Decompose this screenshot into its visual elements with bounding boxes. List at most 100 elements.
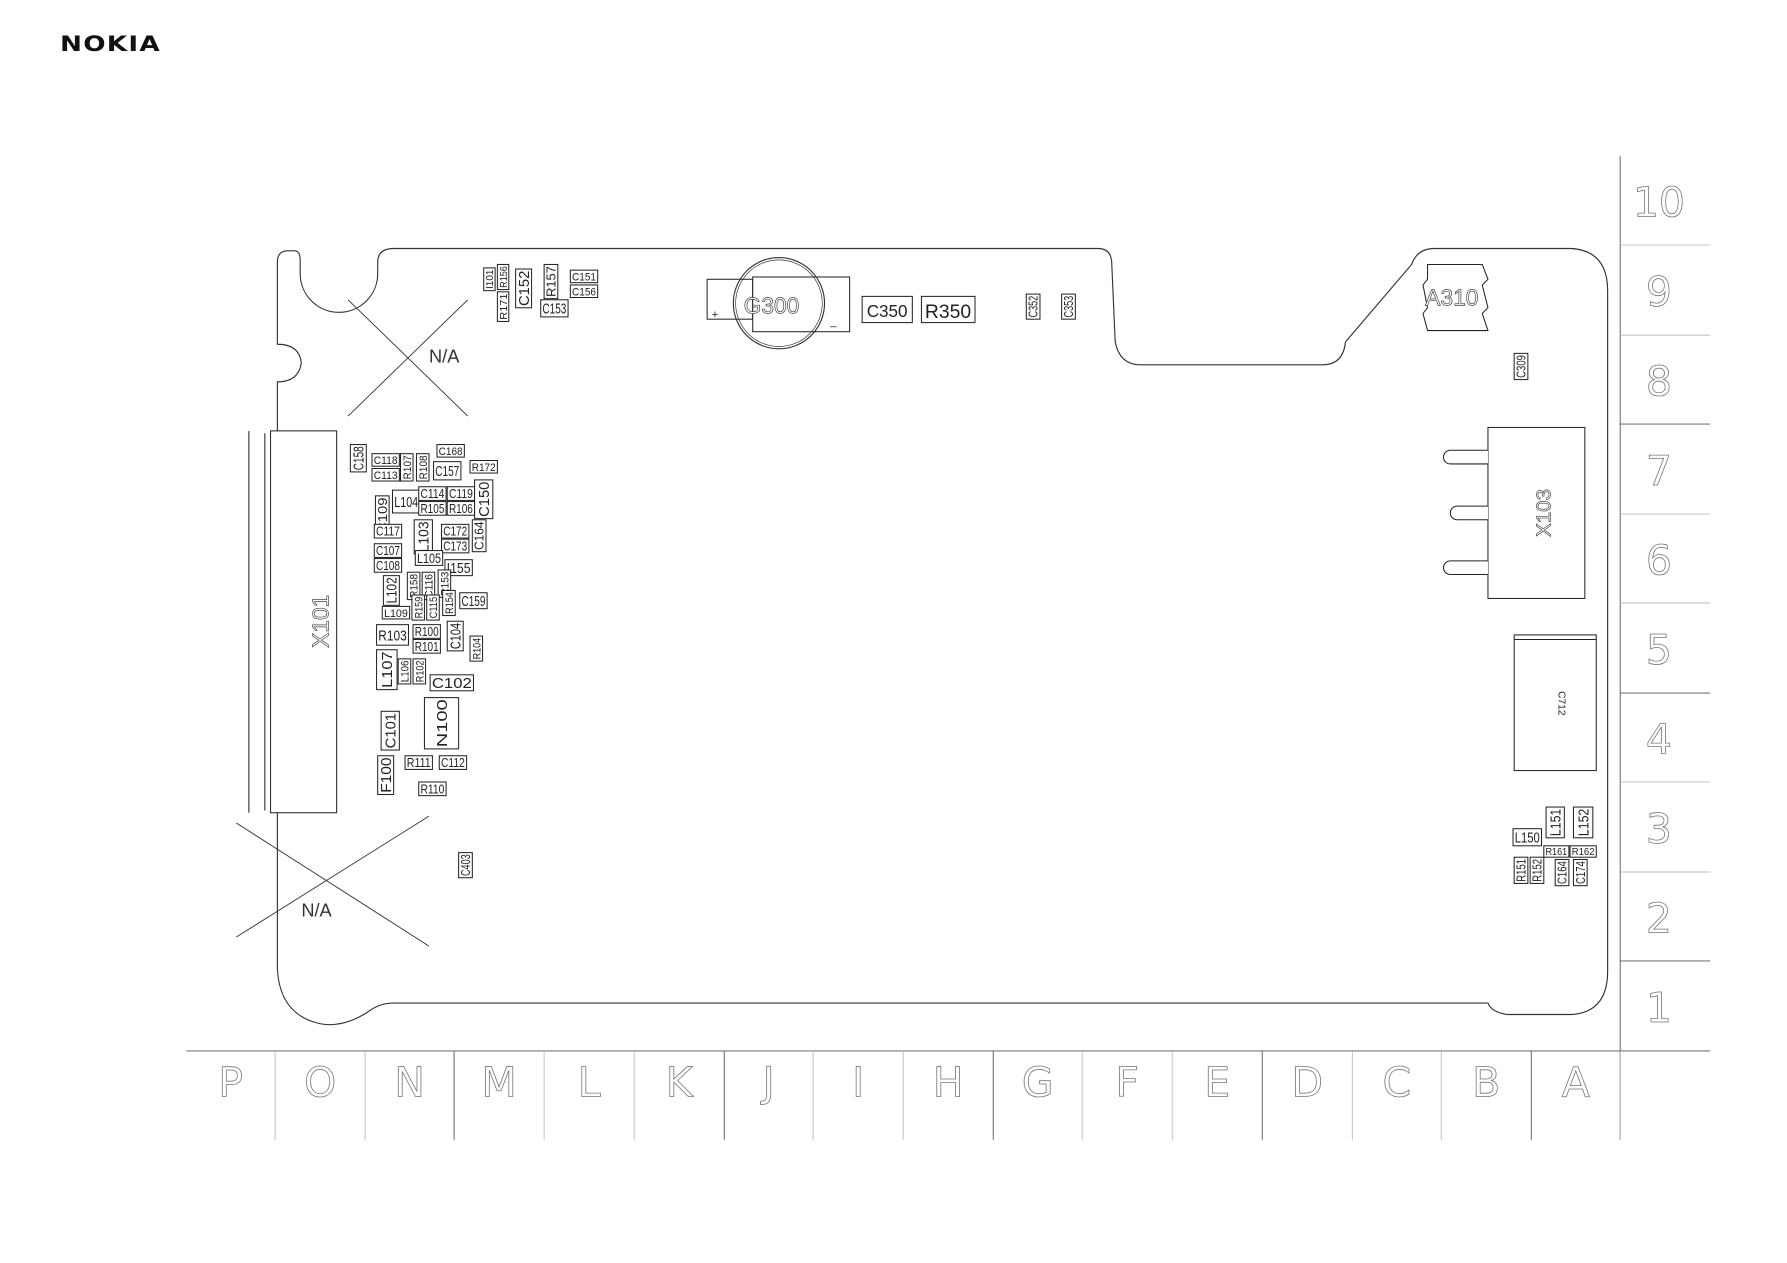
component-label: C117 — [376, 525, 400, 539]
component-label: R100 — [415, 625, 439, 639]
component-c112: C112 — [438, 755, 468, 770]
grid-row-label: 2 — [1646, 894, 1672, 942]
na-label-top: N/A — [429, 345, 460, 366]
component-label: F100 — [379, 757, 395, 792]
component-label: R108 — [418, 455, 430, 479]
component-c113: C113 — [371, 467, 400, 482]
component-r154: R154 — [442, 589, 456, 617]
component-c353: C353 — [1061, 293, 1076, 320]
component-r104: R104 — [469, 635, 483, 662]
grid-row-label: 5 — [1646, 626, 1672, 674]
component-c309: C309 — [1513, 352, 1529, 381]
grid-column-label: O — [304, 1059, 336, 1107]
battery-plus-label: + — [712, 309, 719, 321]
component-label: L105 — [417, 551, 441, 566]
component-l109: L109 — [381, 605, 411, 620]
component-label: I155 — [447, 561, 471, 577]
component-label: L151 — [1549, 809, 1565, 836]
component-r100: R100 — [412, 624, 441, 639]
component-c102: C102 — [429, 674, 474, 692]
component-i155: I155 — [444, 559, 473, 577]
component-label: C107 — [376, 544, 400, 558]
component-l103: L103 — [413, 519, 433, 555]
antenna-a310: A310 — [1422, 263, 1489, 332]
component-label: I101 — [485, 269, 496, 289]
component-label: R102 — [414, 661, 426, 683]
component-c164: C164 — [1554, 858, 1570, 887]
component-label: C108 — [376, 559, 400, 573]
component-label: C309 — [1515, 355, 1529, 378]
component-c119: C119 — [446, 486, 476, 501]
component-c174: C174 — [1572, 858, 1588, 887]
component-c164: C164 — [471, 519, 487, 553]
grid-row-label: 6 — [1646, 537, 1672, 585]
na-cross-line — [236, 815, 430, 938]
component-r106: R106 — [446, 501, 476, 516]
grid-column-label: C — [1382, 1059, 1411, 1107]
component-label: C114 — [420, 487, 444, 501]
component-l104: L104 — [392, 489, 421, 514]
component-label: C104 — [449, 623, 465, 649]
component-r108: R108 — [415, 453, 430, 482]
grid-column-label: M — [481, 1059, 516, 1107]
component-n100: N100 — [423, 697, 460, 750]
component-r172: R172 — [469, 460, 498, 474]
component-label: R171 — [499, 293, 510, 320]
component-label: R103 — [378, 628, 406, 644]
grid-row-label: 1 — [1646, 984, 1672, 1032]
grid-column-label: J — [760, 1059, 775, 1107]
component-c108: C108 — [373, 558, 403, 573]
component-r151: R151 — [1513, 856, 1529, 884]
na-label-bottom: N/A — [301, 899, 332, 920]
component-label: C112 — [441, 756, 465, 770]
resistor-r350: R350 — [920, 295, 976, 324]
na-cross-line — [236, 822, 430, 947]
component-c712: C712 — [1513, 634, 1597, 772]
x103-label: X103 — [1533, 489, 1556, 537]
component-label: L104 — [394, 495, 418, 511]
grid-column-label: N — [394, 1059, 425, 1107]
g300-label: G300 — [744, 292, 800, 318]
component-label: C116 — [424, 574, 436, 598]
grid-row-label: 10 — [1633, 179, 1685, 227]
component-label: C173 — [443, 540, 467, 554]
component-c117: C117 — [373, 523, 403, 539]
component-label: R158 — [409, 574, 421, 598]
component-label: L107 — [380, 651, 396, 687]
component-label: R161 — [1546, 847, 1568, 858]
component-r162: R162 — [1569, 845, 1597, 858]
capacitor-c350: C350 — [861, 295, 913, 324]
component-c150: C150 — [474, 479, 494, 520]
svg-text:A310: A310 — [1425, 284, 1478, 310]
component-label: R153 — [439, 572, 451, 596]
grid-row-label: 9 — [1646, 268, 1672, 316]
component-label: R111 — [407, 756, 431, 770]
component-r152: R152 — [1529, 856, 1544, 884]
component-label: R101 — [415, 640, 439, 654]
connector-x101: X101 — [248, 430, 338, 814]
grid-column-label: L — [578, 1059, 601, 1107]
grid-column-label: K — [666, 1059, 694, 1107]
component-label: R156 — [499, 266, 510, 288]
component-c403: C403 — [458, 852, 473, 879]
grid-row-label: 7 — [1646, 447, 1672, 495]
component-c101: C101 — [380, 710, 400, 751]
battery-g300: G300 + _ — [706, 257, 851, 350]
component-label: R154 — [444, 592, 456, 614]
component-r161: R161 — [1543, 845, 1570, 858]
component-c157: C157 — [433, 461, 462, 481]
grid-row-label: 3 — [1646, 805, 1672, 853]
component-label: L150 — [1515, 831, 1540, 847]
component-c168: C168 — [436, 444, 465, 458]
component-label: C118 — [374, 455, 398, 467]
component-c114: C114 — [418, 486, 447, 501]
component-label: L102 — [385, 577, 401, 603]
component-label: R162 — [1572, 847, 1595, 858]
grid-column-label: D — [1291, 1059, 1323, 1107]
grid-column-label: F — [1115, 1059, 1139, 1107]
grid-column-label: A — [1562, 1059, 1590, 1107]
component-r157: R157 — [543, 263, 558, 300]
